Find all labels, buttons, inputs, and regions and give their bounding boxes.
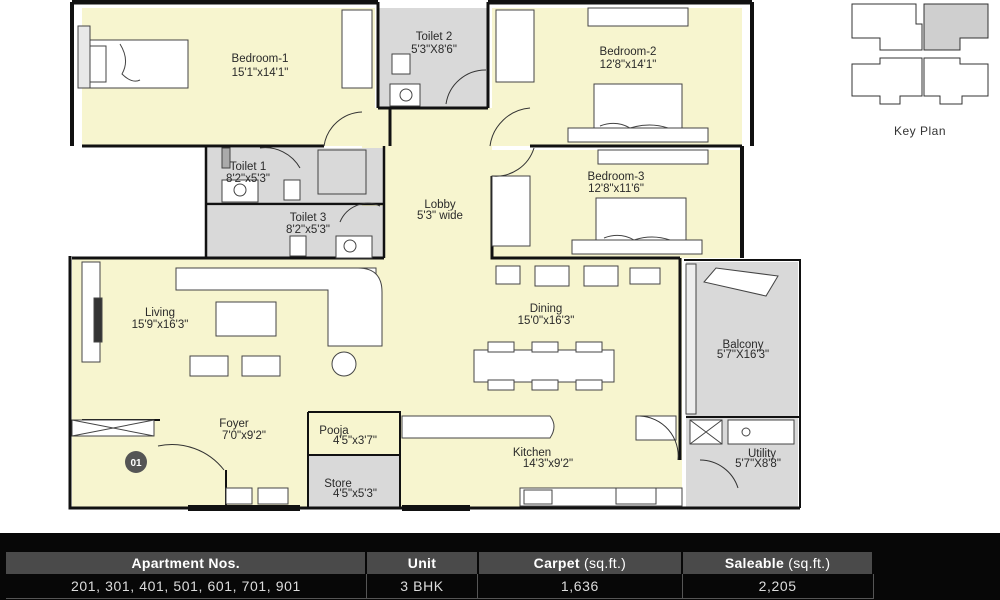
cell-unit: 3 BHK (366, 574, 479, 599)
balcony-name: Balcony (723, 339, 764, 351)
doors (157, 69, 739, 489)
balcony-label: Balcony 5'7"X16'3" (717, 339, 769, 361)
toilet1-name: Toilet 1 (230, 161, 266, 173)
dining-size: 15'0"x16'3" (518, 315, 575, 327)
pooja-name: Pooja (319, 425, 349, 437)
key-plan (851, 3, 989, 105)
foyer-name: Foyer (219, 418, 249, 430)
table-header-row: Apartment Nos. Unit Carpet (sq.ft.) Sale… (6, 552, 874, 574)
kitchen-fixtures (401, 415, 683, 507)
lobby-size: 5'3" wide (417, 210, 463, 222)
bedroom2-name: Bedroom-2 (600, 46, 657, 58)
living-name: Living (145, 307, 175, 319)
bedroom3-label: Bedroom-3 12'8"x11'6" (588, 171, 645, 195)
bedroom3-furniture (491, 149, 709, 255)
cell-carpet: 1,636 (477, 574, 683, 599)
store-label: Store 4'5"x5'3" (324, 478, 377, 500)
entrance-marker-label: 01 (130, 458, 142, 469)
bedroom3-size: 12'8"x11'6" (588, 183, 644, 195)
header-unit: Unit (366, 552, 479, 574)
lobby-name: Lobby (424, 199, 456, 211)
dining-name: Dining (530, 303, 563, 315)
dining-label: Dining 15'0"x16'3" (518, 303, 575, 327)
header-saleable: Saleable (sq.ft.) (682, 552, 874, 574)
living-size: 15'9"x16'3" (132, 319, 189, 331)
bedroom1-label: Bedroom-1 15'1"x14'1" (232, 53, 289, 79)
toilet1-label: Toilet 1 8'2"x5'3" (226, 161, 270, 185)
kitchen-size: 14'3"x9'2" (523, 458, 573, 470)
entrance-marker: 01 (125, 451, 147, 473)
toilet2-size: 5'3"X8'6" (411, 44, 457, 56)
pooja-floor (308, 416, 400, 454)
living-furniture (81, 261, 383, 377)
balcony-utility-fixtures (685, 263, 795, 445)
header-apartment-nos: Apartment Nos. (6, 552, 368, 574)
bedroom1-size: 15'1"x14'1" (232, 67, 289, 79)
toilet3-size: 8'2"x5'3" (286, 224, 330, 236)
living-label: Living 15'9"x16'3" (132, 307, 189, 331)
balcony-size: 5'7"X16'3" (717, 349, 769, 361)
apartment-info-table: Apartment Nos. Unit Carpet (sq.ft.) Sale… (6, 552, 874, 599)
bedroom1-name: Bedroom-1 (232, 53, 289, 65)
kitchen-name: Kitchen (513, 447, 551, 459)
bedroom3-name: Bedroom-3 (588, 171, 645, 183)
pooja-size: 4'5"x3'7" (333, 435, 377, 447)
pooja-label: Pooja 4'5"x3'7" (319, 425, 377, 447)
utility-size: 5'7"X8'8" (735, 458, 781, 470)
bedroom2-furniture (495, 7, 709, 143)
toilet3-label: Toilet 3 8'2"x5'3" (286, 212, 330, 236)
store-name: Store (324, 478, 352, 490)
floor-plan: Bedroom-1 15'1"x14'1" Toilet 2 5'3"X8'6"… (68, 0, 801, 511)
store-floor (308, 455, 400, 507)
bedroom2-label: Bedroom-2 12'8"x14'1" (600, 46, 657, 71)
kitchen-label: Kitchen 14'3"x9'2" (513, 447, 573, 470)
toilet2-name: Toilet 2 (416, 31, 452, 43)
toilet1-size: 8'2"x5'3" (226, 173, 270, 185)
header-carpet: Carpet (sq.ft.) (477, 552, 684, 574)
foyer-size: 7'0"x9'2" (222, 430, 266, 442)
toilet2-label: Toilet 2 5'3"X8'6" (411, 31, 457, 56)
bedroom2-size: 12'8"x14'1" (600, 59, 657, 71)
lobby-label: Lobby 5'3" wide (417, 199, 463, 222)
store-size: 4'5"x5'3" (333, 488, 377, 500)
utility-name: Utility (748, 448, 776, 460)
foyer-fixtures (71, 419, 289, 505)
cell-apartment-nos: 201, 301, 401, 501, 601, 701, 901 (6, 574, 367, 599)
foyer-label: Foyer 7'0"x9'2" (219, 418, 266, 442)
table-row: 201, 301, 401, 501, 601, 701, 901 3 BHK … (6, 574, 874, 599)
bedroom1-bed (77, 9, 373, 89)
toilet-fixtures (221, 53, 421, 259)
cell-saleable: 2,205 (682, 574, 874, 599)
utility-label: Utility 5'7"X8'8" (735, 448, 781, 470)
toilet3-name: Toilet 3 (290, 212, 326, 224)
key-plan-title: Key Plan (893, 124, 947, 138)
dining-furniture (473, 265, 661, 391)
